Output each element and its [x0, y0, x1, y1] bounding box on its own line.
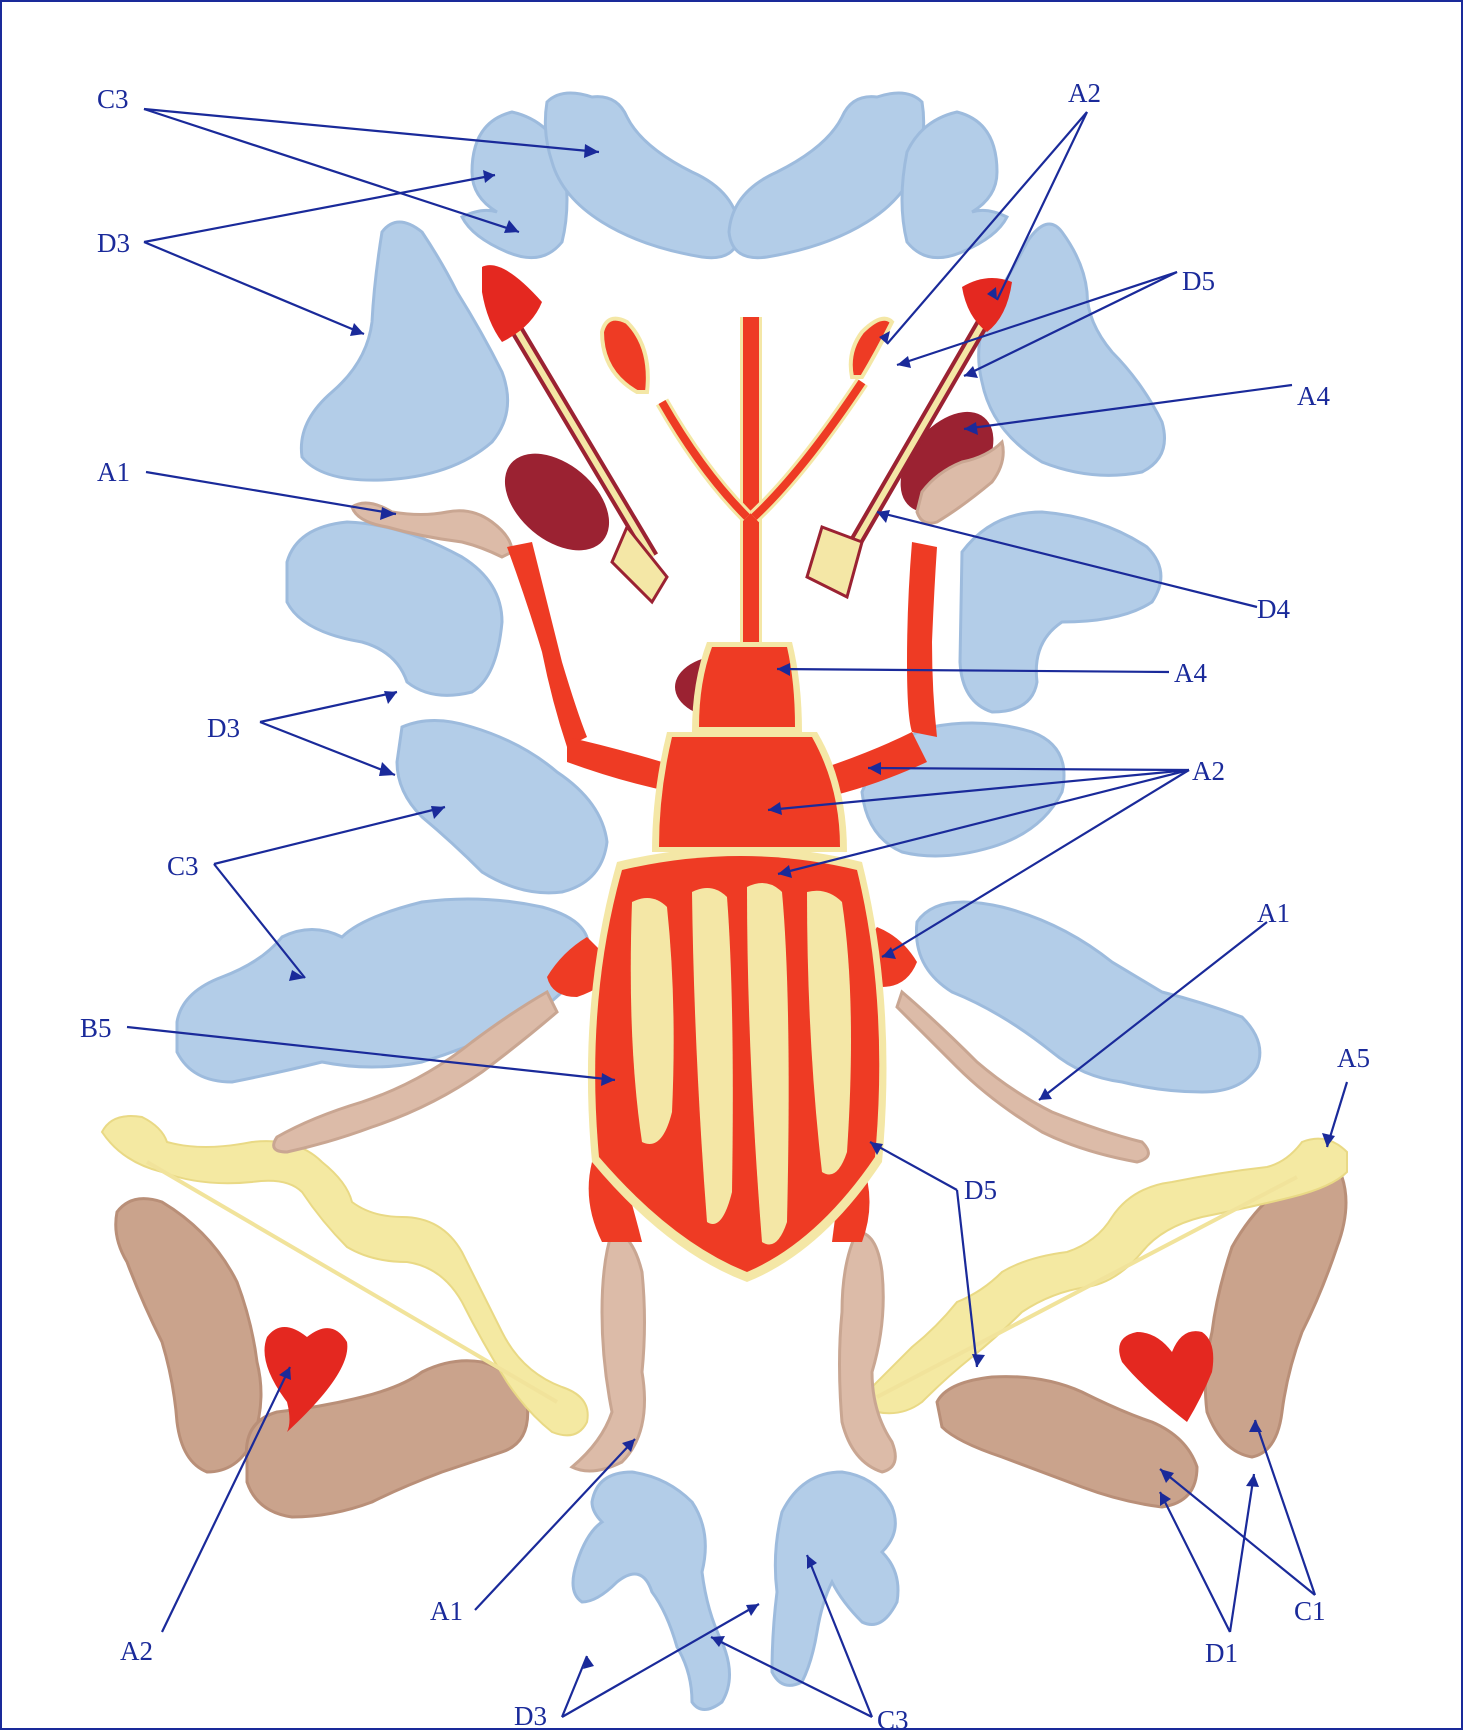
label-a1-left: A1 — [97, 457, 130, 487]
blue-shape-bottom-right — [772, 1472, 898, 1685]
blue-shape-top-right-small — [902, 112, 1007, 258]
label-d5-mid-right: D5 — [964, 1175, 997, 1205]
label-d5-top-right: D5 — [1182, 266, 1215, 296]
blue-shape-right-mid-upper — [960, 512, 1161, 712]
blue-shape-left-mid-upper — [287, 522, 502, 695]
blue-shape-top-center-right — [729, 93, 924, 258]
label-c1-bottom-right: C1 — [1294, 1596, 1326, 1626]
label-a5-right: A5 — [1337, 1043, 1370, 1073]
label-a2-top-right: A2 — [1068, 78, 1101, 108]
beetle-body — [588, 642, 887, 1282]
label-c3-top-left: C3 — [97, 84, 129, 114]
blue-shape-top-left-large — [301, 222, 507, 480]
blue-shape-bottom-left — [573, 1472, 730, 1710]
label-a4-head: A4 — [1174, 658, 1207, 688]
leg-lower-right-tan — [840, 1232, 896, 1472]
label-a2-bottom-left: A2 — [120, 1636, 153, 1666]
label-a4-top-right: A4 — [1297, 381, 1330, 411]
label-a1-right: A1 — [1257, 898, 1290, 928]
beetle-thorax — [659, 737, 840, 847]
heart-right — [1119, 1331, 1213, 1422]
blue-shape-top-right-large — [979, 224, 1165, 475]
label-d3-bottom: D3 — [514, 1701, 547, 1731]
label-d4-right: D4 — [1257, 594, 1290, 624]
brown-shape-left-vertical — [116, 1199, 261, 1472]
label-d3-top-left: D3 — [97, 228, 130, 258]
leg-lower-left-tan — [572, 1232, 645, 1471]
beetle-head — [699, 647, 795, 727]
label-d1-bottom-right: D1 — [1205, 1638, 1238, 1668]
label-c3-bottom: C3 — [877, 1705, 909, 1732]
label-a2-mid-right: A2 — [1192, 756, 1225, 786]
label-c3-mid-left: C3 — [167, 851, 199, 881]
blue-shape-top-center-left — [545, 93, 740, 258]
label-d3-mid-left: D3 — [207, 713, 240, 743]
label-a1-bottom: A1 — [430, 1596, 463, 1626]
label-b5-left: B5 — [80, 1013, 112, 1043]
